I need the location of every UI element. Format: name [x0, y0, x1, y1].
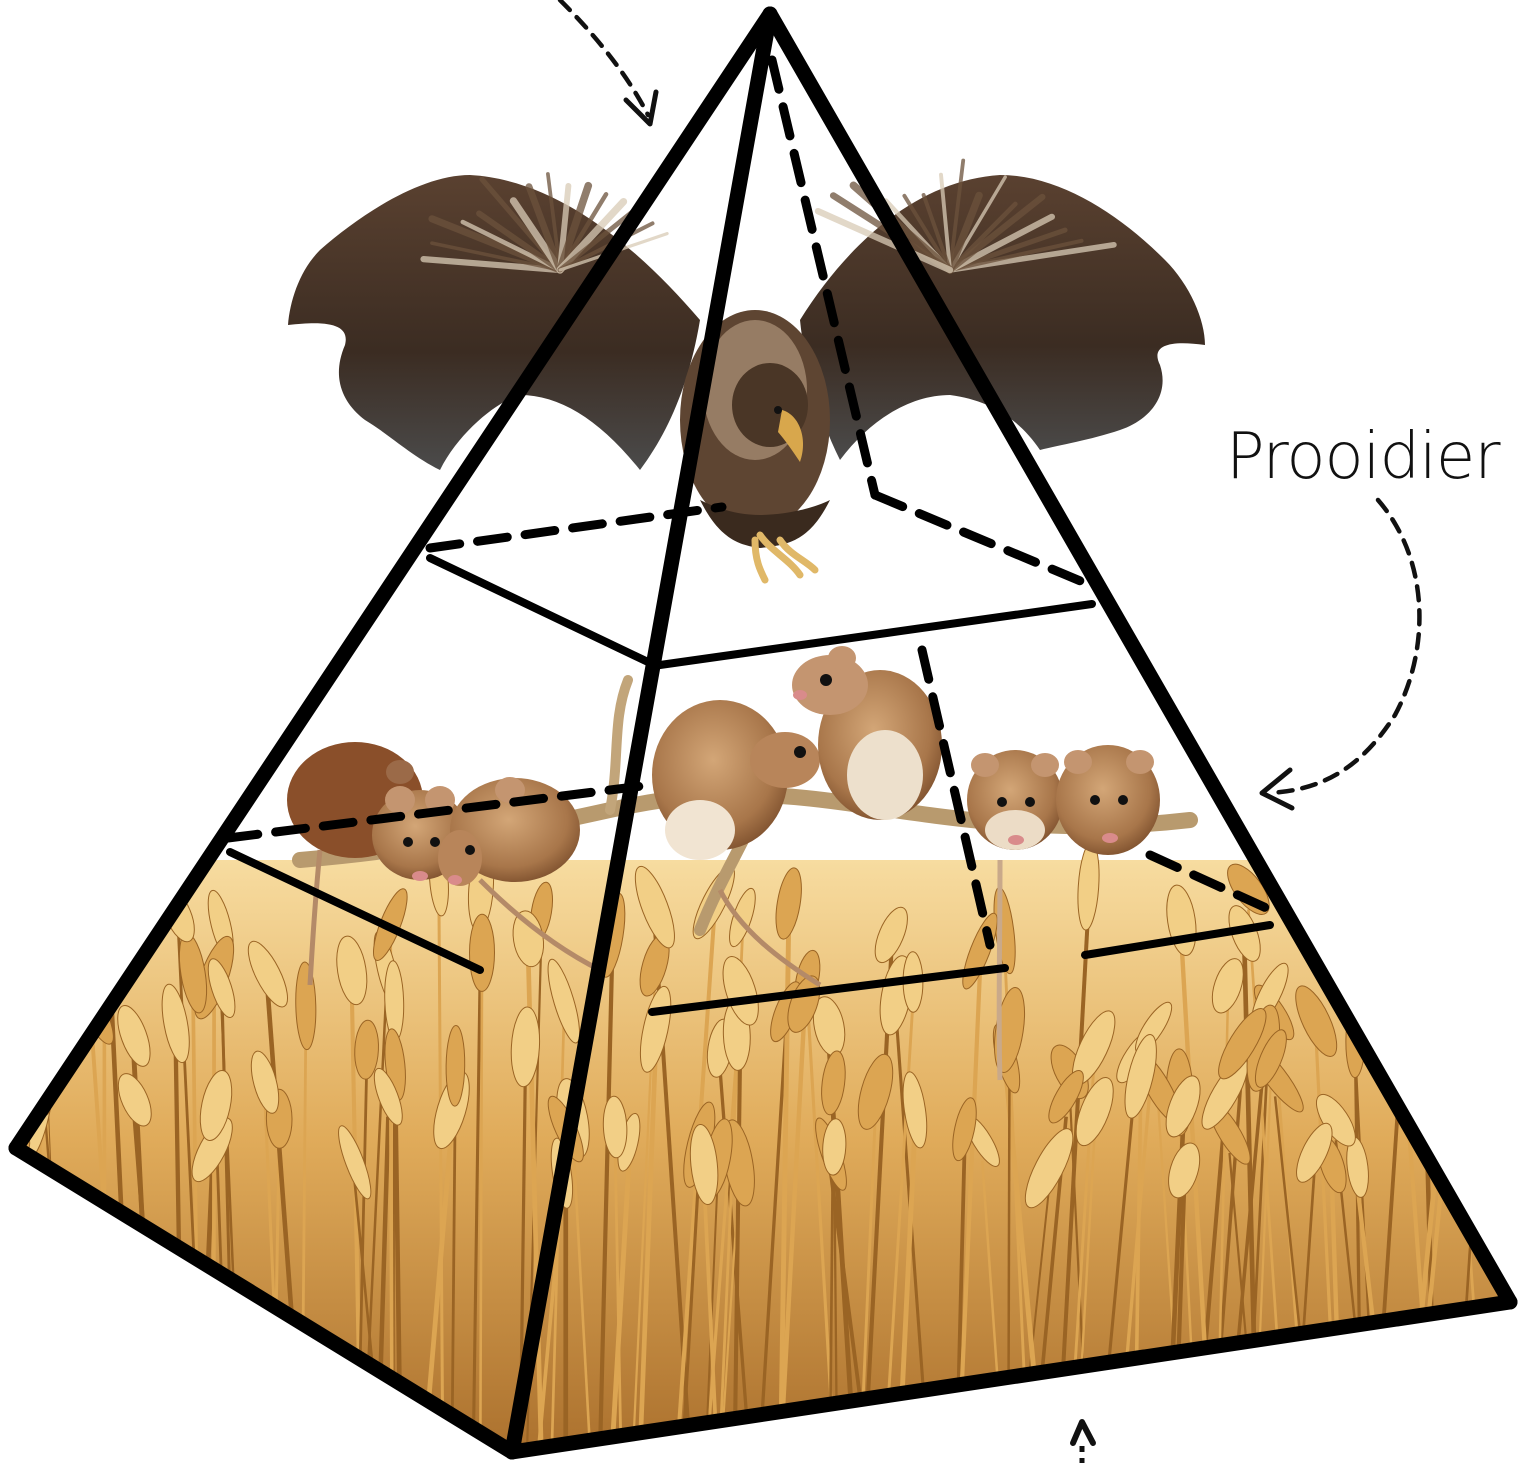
wheat-stalk: [45, 997, 56, 1463]
wheat-ear-icon: [0, 951, 44, 1014]
arrow-prey: [1270, 500, 1419, 793]
wheat-stalk: [5, 1137, 43, 1463]
wheat-stalk: [1493, 1043, 1529, 1463]
wheat-ear-icon: [1470, 913, 1506, 988]
wheat-stalk: [41, 964, 59, 1463]
wheat-stalk: [39, 1136, 45, 1463]
wheat-stalk: [480, 973, 482, 1463]
wheat-ear-icon: [11, 950, 64, 1027]
arrowhead-icon: [626, 92, 656, 124]
wheat-ear-icon: [2, 996, 32, 1057]
wheat-stalk: [21, 1002, 49, 1463]
wheat-ear-icon: [87, 882, 128, 944]
eagle-talons: [755, 535, 815, 580]
wheat-ear-icon: [1512, 983, 1529, 1064]
wheat-ear-icon: [1417, 916, 1484, 1002]
harvest-mouse-icon: [1056, 745, 1160, 855]
wheat-ear-icon: [1426, 1030, 1462, 1113]
harvest-mouse-icon: [967, 750, 1063, 850]
wheat-ear-icon: [28, 907, 55, 980]
wheat-ear-icon: [469, 914, 494, 991]
harvest-mouse-icon: [652, 700, 820, 860]
wheat-stalk: [17, 1046, 20, 1463]
wheat-stalk: [1008, 1050, 1009, 1463]
arrow-predator: [560, 0, 648, 115]
wheat-ear-icon: [21, 935, 68, 1019]
wheat-ear-icon: [86, 926, 123, 988]
label-prey: Prooidier: [1226, 420, 1501, 494]
wheat-ear-icon: [1393, 838, 1448, 924]
arrow-producer: [1073, 1422, 1093, 1443]
wheat-stalk: [30, 1008, 37, 1463]
wheat-ear-icon: [1340, 880, 1367, 942]
